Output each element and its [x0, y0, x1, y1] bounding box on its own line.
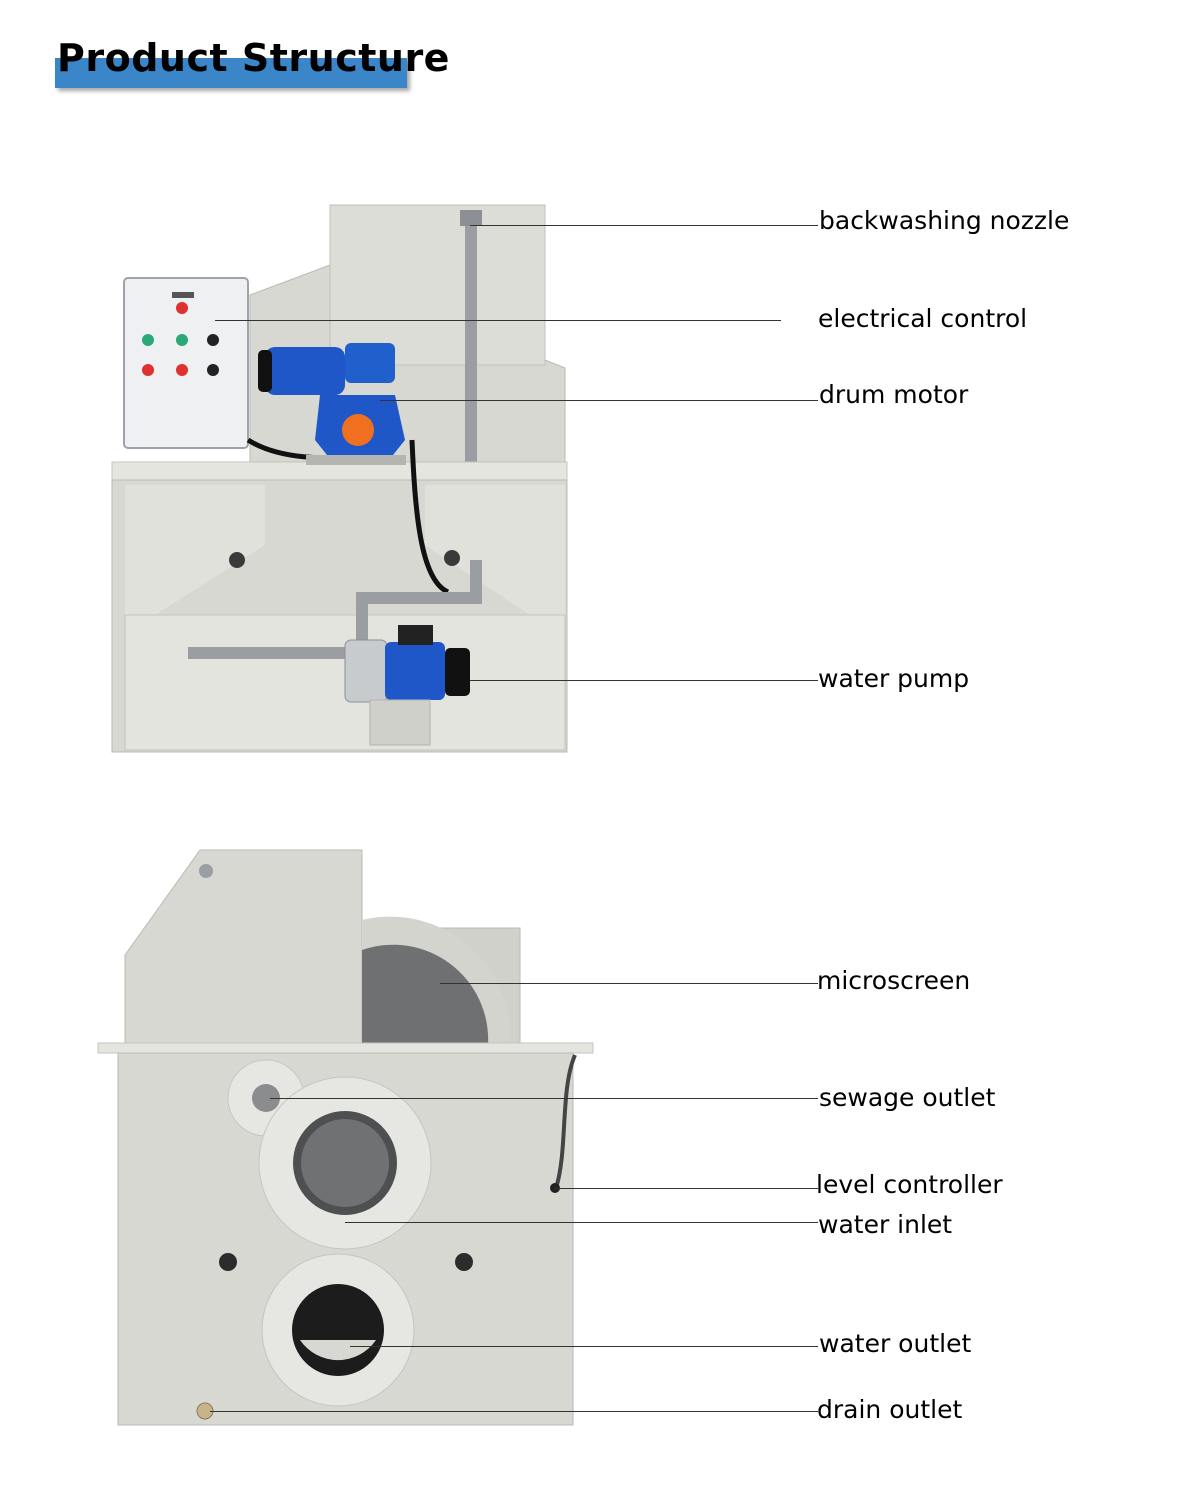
- pump-housing: [344, 639, 388, 703]
- power-label-plate: [172, 292, 194, 298]
- label-water-outlet: water outlet: [819, 1329, 972, 1358]
- gearbox-top: [345, 343, 395, 383]
- gearbox-plate: [342, 414, 374, 446]
- microscreen-mesh: [362, 944, 489, 1045]
- water-inlet-inner: [301, 1119, 389, 1207]
- label-drain-outlet: drain outlet: [817, 1395, 963, 1424]
- auto-man-switch: [207, 334, 219, 346]
- bottom-machine-view: [97, 849, 594, 1426]
- tank-port-right: [444, 550, 460, 566]
- label-level-controller: level controller: [816, 1170, 1003, 1199]
- indicator-switch: [207, 364, 219, 376]
- leader-water-pump: [470, 680, 818, 681]
- motor-base: [306, 455, 406, 465]
- sewage-outlet-hole: [252, 1084, 280, 1112]
- tank-inner-right: [425, 485, 565, 615]
- top-machine-view: [111, 204, 568, 753]
- tank-port-left: [229, 552, 245, 568]
- tank-basin: [124, 614, 566, 751]
- pump-stand: [369, 699, 431, 746]
- pump-cable: [409, 439, 450, 595]
- label-water-inlet: water inlet: [818, 1210, 953, 1239]
- title-banner: Product Structure: [55, 36, 449, 90]
- tank-top-flange: [97, 1042, 594, 1054]
- motor-fan-cover: [258, 350, 272, 392]
- hood-side: [124, 849, 363, 1046]
- label-electrical-control: electrical control: [818, 304, 1028, 333]
- leader-sewage-outlet: [270, 1098, 818, 1099]
- leader-water-inlet: [345, 1222, 818, 1223]
- hood-panel: [329, 204, 546, 366]
- backwash-nozzle-fitting: [460, 210, 482, 226]
- hood-bolt: [199, 864, 213, 878]
- page-title: Product Structure: [57, 36, 450, 80]
- label-microscreen: microscreen: [817, 966, 971, 995]
- leader-electrical-control: [215, 320, 781, 321]
- pump-on-button-1: [142, 334, 154, 346]
- leader-microscreen: [440, 983, 818, 984]
- pump-riser-pipe: [470, 560, 482, 602]
- title-underline: [55, 58, 407, 88]
- leader-drum-motor: [380, 400, 818, 401]
- side-port-left: [219, 1253, 237, 1271]
- leader-level-controller: [555, 1188, 818, 1189]
- pump-motor: [385, 642, 445, 700]
- tank-inner-left: [125, 485, 265, 615]
- side-port-right: [455, 1253, 473, 1271]
- pump-horizontal-pipe: [360, 592, 482, 604]
- label-sewage-outlet: sewage outlet: [819, 1083, 996, 1112]
- control-box: [123, 277, 249, 449]
- leader-drain-outlet: [210, 1411, 818, 1412]
- level-controller-cable: [554, 1054, 577, 1189]
- water-outlet-inner: [300, 1340, 376, 1361]
- pump-inlet-pipe: [188, 647, 348, 659]
- leader-backwashing-nozzle: [470, 225, 818, 226]
- pump-terminal-box: [398, 625, 433, 645]
- pump-fan-cover: [445, 648, 470, 696]
- backwash-pipe: [465, 210, 477, 472]
- water-outlet-hole: [292, 1284, 384, 1376]
- label-water-pump: water pump: [818, 664, 970, 693]
- pump-outlet-pipe: [356, 592, 368, 644]
- label-drum-motor: drum motor: [819, 380, 969, 409]
- power-light: [176, 302, 188, 314]
- pump-off-button-1: [142, 364, 154, 376]
- pump-off-button-2: [176, 364, 188, 376]
- label-backwashing-nozzle: backwashing nozzle: [819, 206, 1070, 235]
- pump-on-button-2: [176, 334, 188, 346]
- drum-motor: [265, 347, 345, 395]
- leader-water-outlet: [350, 1346, 818, 1347]
